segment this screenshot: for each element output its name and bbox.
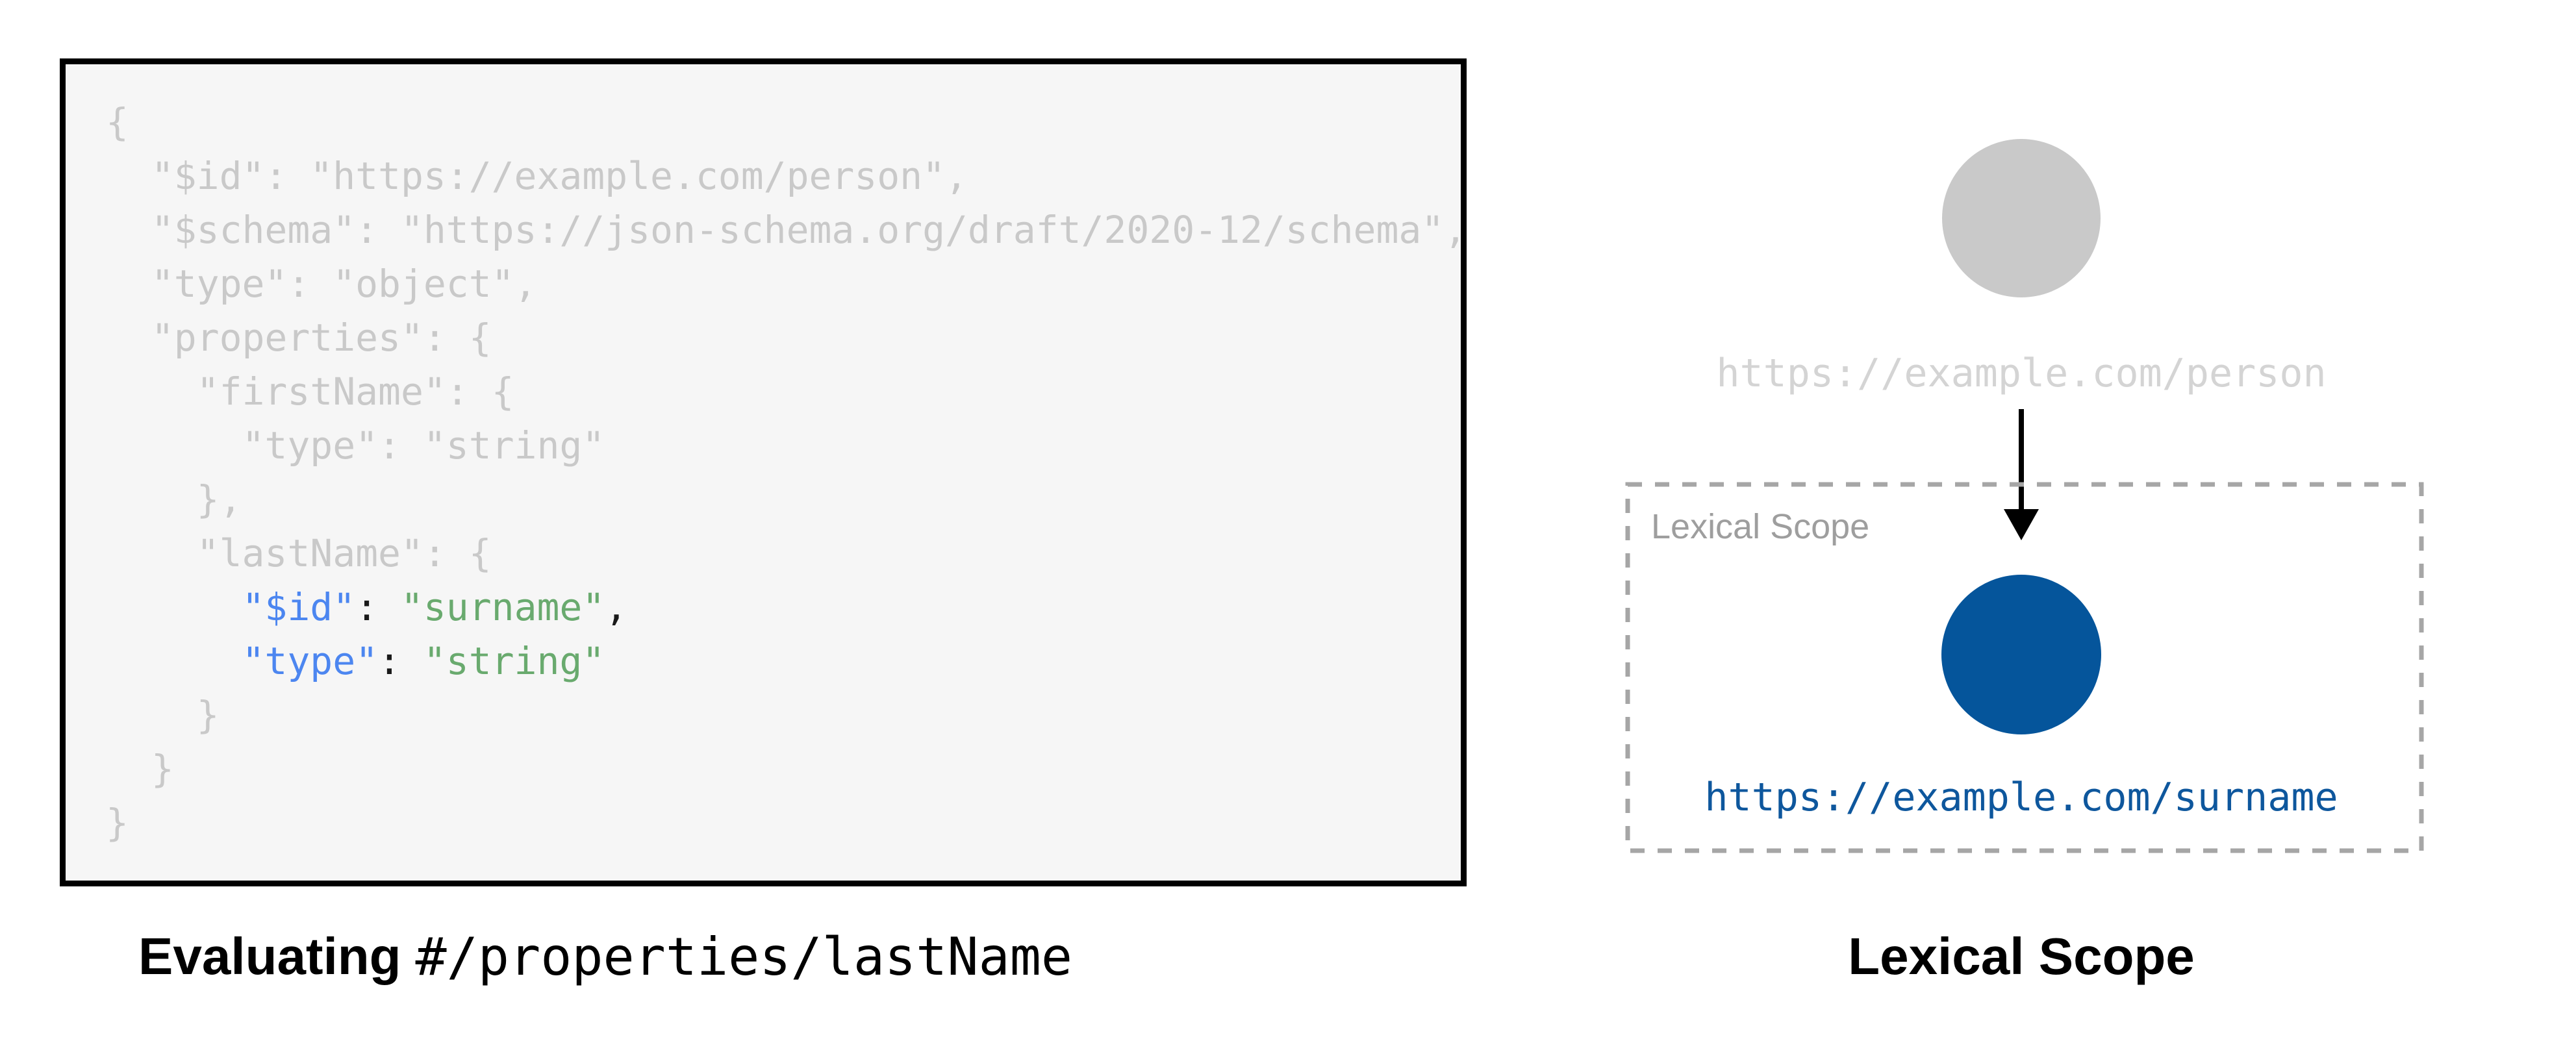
code-line: } bbox=[106, 801, 129, 845]
code-line: "$schema": "https://json-schema.org/draf… bbox=[106, 208, 1467, 252]
code-line: "lastName": { bbox=[106, 531, 492, 575]
code-line: { bbox=[106, 100, 129, 144]
lexical-scope-dashed-box bbox=[1625, 482, 2424, 853]
code-line: "$id": "surname", bbox=[242, 585, 628, 629]
arrow-down-icon bbox=[2004, 509, 2039, 540]
code-line: "type": "object", bbox=[106, 262, 537, 306]
code-line: "type": "string" bbox=[106, 423, 605, 468]
arrow-down-shaft bbox=[2019, 409, 2024, 512]
left-caption-json-pointer: #/properties/lastName bbox=[415, 926, 1072, 987]
surname-uri-label: https://example.com/surname bbox=[1704, 775, 2338, 820]
json-schema-code-panel: { "$id": "https://example.com/person", "… bbox=[60, 58, 1467, 886]
left-caption: Evaluating #/properties/lastName bbox=[138, 921, 1072, 992]
code-line: } bbox=[106, 747, 174, 791]
code-line: "properties": { bbox=[106, 316, 492, 360]
code-line: "$id": "https://example.com/person", bbox=[106, 154, 968, 198]
person-schema-node-circle bbox=[1942, 139, 2101, 297]
surname-schema-node-circle bbox=[1941, 575, 2101, 734]
code-line: }, bbox=[106, 477, 242, 521]
code-line: } bbox=[106, 693, 220, 737]
code-line: "firstName": { bbox=[106, 369, 514, 414]
code-line: "type": "string" bbox=[242, 639, 605, 683]
lexical-scope-box-label: Lexical Scope bbox=[1651, 507, 1870, 546]
code-block: { "$id": "https://example.com/person", "… bbox=[66, 64, 1467, 881]
left-caption-evaluating: Evaluating bbox=[138, 927, 401, 985]
person-uri-label: https://example.com/person bbox=[1716, 351, 2327, 396]
right-caption: Lexical Scope bbox=[1848, 927, 2195, 985]
